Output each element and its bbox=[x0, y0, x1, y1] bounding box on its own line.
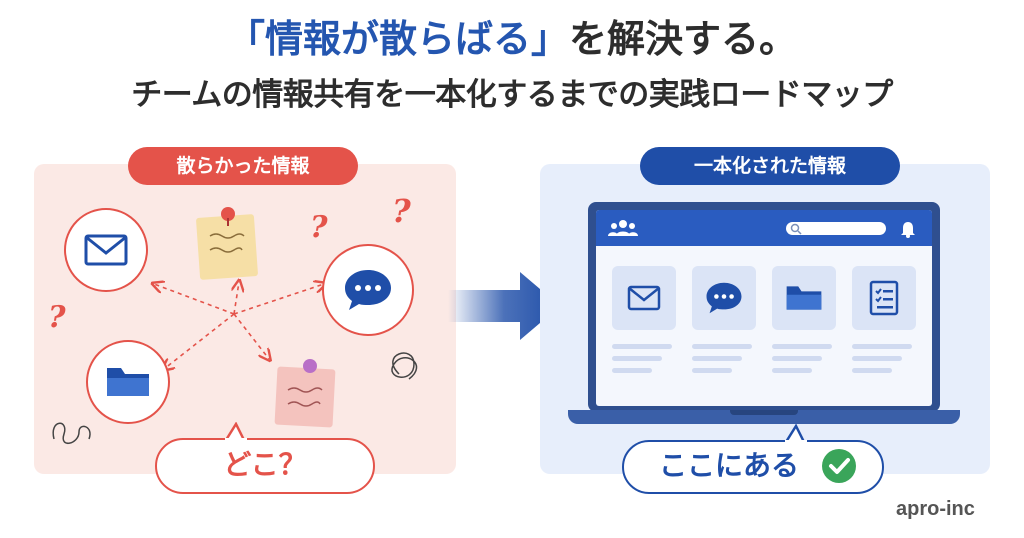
headline-rest: を解決する。 bbox=[569, 17, 798, 61]
placeholder-line bbox=[852, 368, 892, 373]
placeholder-line bbox=[612, 368, 652, 373]
arrow-right-icon bbox=[448, 272, 560, 340]
check-badge bbox=[822, 449, 856, 483]
laptop-screen bbox=[596, 210, 932, 406]
placeholder-line bbox=[852, 344, 912, 349]
folder-tile[interactable] bbox=[772, 266, 836, 330]
folder-icon bbox=[786, 286, 822, 310]
placeholder-line bbox=[612, 356, 662, 361]
brand-logo-text: apro-inc bbox=[896, 498, 975, 520]
sticky-note-icon bbox=[196, 207, 258, 280]
placeholder-line bbox=[772, 344, 832, 349]
folder-circle bbox=[86, 340, 170, 424]
placeholder-line bbox=[692, 368, 732, 373]
placeholder-line bbox=[692, 344, 752, 349]
unified-info-label: 一本化された情報 bbox=[640, 147, 900, 185]
placeholder-line bbox=[692, 356, 742, 361]
placeholder-line bbox=[772, 356, 822, 361]
checklist-icon bbox=[869, 280, 899, 316]
sticky-note-pink-icon bbox=[274, 359, 336, 428]
question-mark: ? bbox=[310, 210, 328, 245]
mail-icon bbox=[84, 234, 128, 266]
question-mark: ? bbox=[48, 300, 66, 335]
chat-circle bbox=[322, 244, 414, 336]
bubble-tail bbox=[224, 422, 247, 442]
folder-icon bbox=[107, 368, 149, 396]
chat-icon bbox=[345, 270, 391, 310]
placeholder-line bbox=[612, 344, 672, 349]
laptop-notch bbox=[730, 410, 798, 415]
mail-icon bbox=[627, 285, 661, 311]
where-bubble: どこ？ bbox=[155, 438, 375, 494]
laptop-base bbox=[568, 410, 960, 424]
mail-circle bbox=[64, 208, 148, 292]
bubble-tail bbox=[784, 424, 807, 444]
search-input[interactable] bbox=[786, 222, 886, 235]
check-icon bbox=[829, 458, 850, 474]
chat-icon bbox=[706, 282, 742, 314]
bell-icon[interactable] bbox=[900, 220, 916, 238]
subheadline: チームの情報共有を一本化するまでの実践ロードマップ bbox=[131, 77, 893, 113]
users-icon bbox=[608, 220, 638, 236]
search-icon bbox=[790, 223, 802, 235]
mail-tile[interactable] bbox=[612, 266, 676, 330]
headline-highlight: 「情報が散らばる」 bbox=[226, 17, 569, 61]
headline: 「情報が散らばる」を解決する。 bbox=[0, 14, 1024, 64]
placeholder-line bbox=[852, 356, 902, 361]
question-mark: ? bbox=[392, 192, 411, 230]
here-bubble: ここにある bbox=[622, 440, 884, 494]
chat-tile[interactable] bbox=[692, 266, 756, 330]
scattered-info-label: 散らかった情報 bbox=[128, 147, 358, 185]
dashed-connection-arrows bbox=[52, 164, 418, 444]
here-bubble-text: ここにある bbox=[658, 449, 799, 482]
placeholder-line bbox=[772, 368, 812, 373]
checklist-tile[interactable] bbox=[852, 266, 916, 330]
